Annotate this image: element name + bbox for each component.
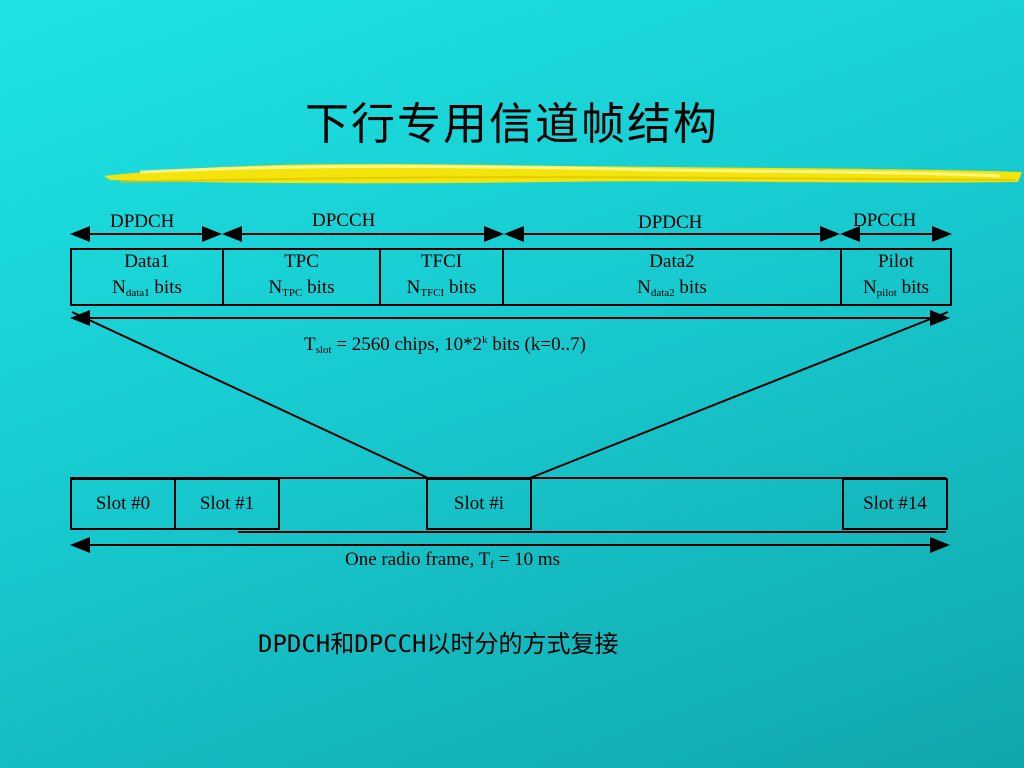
tslot-label: Tslot = 2560 chips, 10*2k bits (k=0..7) [304, 334, 586, 356]
field-data1: Data1 Ndata1 bits [70, 248, 224, 306]
slot-1: Slot #1 [174, 478, 280, 530]
field-pilot: Pilot Npilot bits [840, 248, 952, 306]
field-tpc: TPC NTPC bits [222, 248, 381, 306]
field-tfci: TFCI NTFCI bits [379, 248, 504, 306]
label-dpcch-2: DPCCH [853, 210, 917, 231]
page-title: 下行专用信道帧结构 [305, 99, 719, 150]
expand-line-left [71, 311, 429, 479]
slot-0: Slot #0 [70, 478, 176, 530]
slot-14: Slot #14 [842, 478, 948, 530]
frame-label: One radio frame, Tf = 10 ms [345, 549, 561, 572]
slot-i: Slot #i [426, 478, 532, 530]
multiplex-note: DPDCH和DPCCH以时分的方式复接 [258, 630, 619, 658]
field-data2: Data2 Ndata2 bits [502, 248, 842, 306]
brush-stroke-decoration [104, 164, 1022, 184]
label-dpcch-1: DPCCH [312, 210, 376, 231]
expand-line-right [529, 311, 949, 479]
